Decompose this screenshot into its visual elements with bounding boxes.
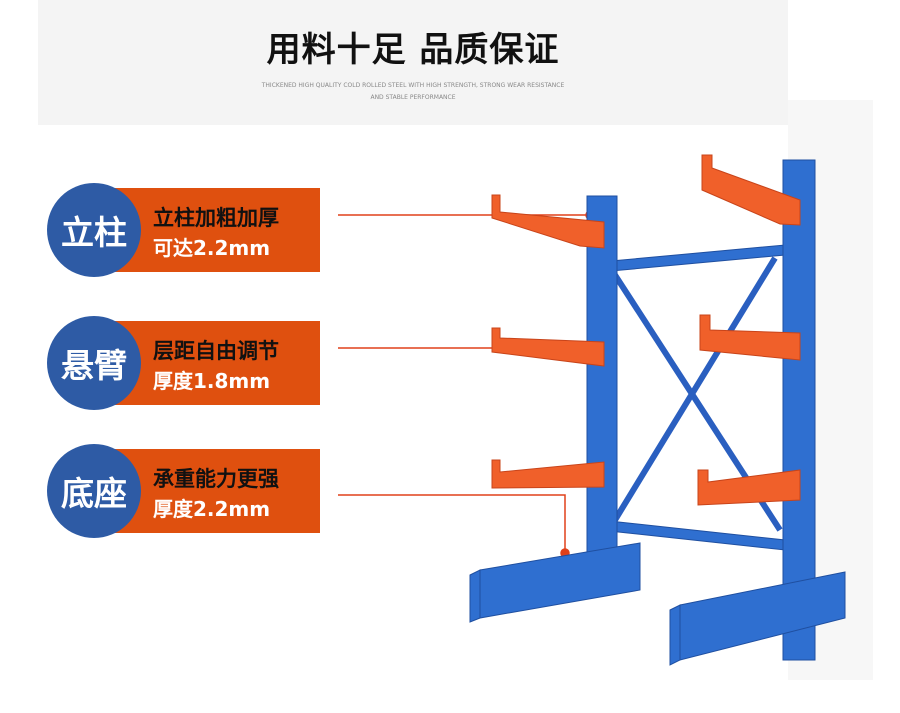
feature-box: 层距自由调节 厚度1.8mm bbox=[113, 321, 320, 405]
leader-lines bbox=[338, 210, 595, 558]
rack bbox=[469, 159, 846, 666]
feature-spec: 厚度2.2mm bbox=[153, 497, 271, 521]
subtitle-line-1: THICKENED HIGH QUALITY COLD ROLLED STEEL… bbox=[261, 82, 565, 89]
feature-title: 立柱加粗加厚 bbox=[153, 206, 279, 230]
feature-title: 承重能力更强 bbox=[153, 467, 279, 491]
feature-box: 立柱加粗加厚 可达2.2mm bbox=[113, 188, 320, 272]
cantilever-arms bbox=[491, 154, 801, 506]
feature-badge: 立柱 bbox=[47, 183, 141, 277]
feature-spec: 厚度1.8mm bbox=[153, 369, 271, 393]
feature-title: 层距自由调节 bbox=[153, 339, 279, 363]
feature-badge: 底座 bbox=[47, 444, 141, 538]
header-background bbox=[38, 0, 788, 125]
feature-spec: 可达2.2mm bbox=[153, 236, 271, 260]
feature-box: 承重能力更强 厚度2.2mm bbox=[113, 449, 320, 533]
subtitle-line-2: AND STABLE PERFORMANCE bbox=[370, 94, 456, 101]
page-title: 用料十足 品质保证 bbox=[266, 30, 560, 70]
feature-badge: 悬臂 bbox=[47, 316, 141, 410]
